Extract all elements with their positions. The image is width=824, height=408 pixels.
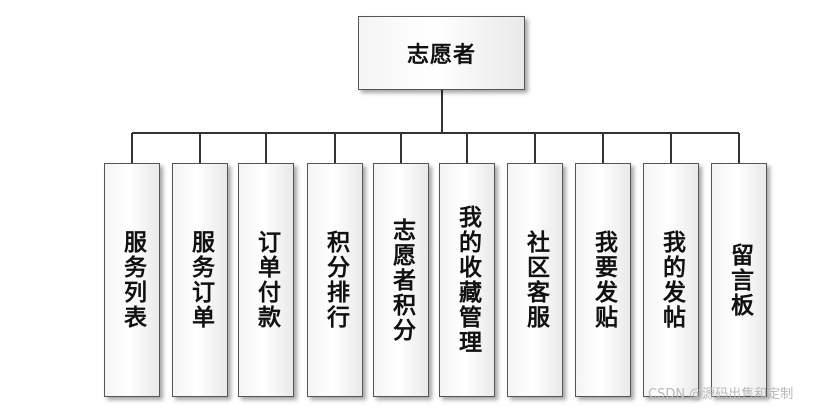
watermark-text: CSDN @源码出售和定制 <box>648 387 794 402</box>
child-node-label: 订单付款 <box>253 230 280 330</box>
root-node: 志愿者 <box>358 16 525 90</box>
child-node-label: 社区客服 <box>522 230 549 330</box>
child-node-message-board: 留言板 <box>711 163 767 397</box>
child-node-label: 我的收藏管理 <box>454 205 481 355</box>
child-node-label: 服务列表 <box>119 230 146 330</box>
child-node-volunteer-points: 志愿者积分 <box>373 163 429 397</box>
child-node-my-favorites: 我的收藏管理 <box>439 163 495 397</box>
child-node-label: 我要发贴 <box>590 230 617 330</box>
child-node-order-payment: 订单付款 <box>238 163 294 397</box>
child-node-my-posts: 我的发帖 <box>643 163 699 397</box>
child-node-label: 留言板 <box>726 242 753 318</box>
child-node-service-orders: 服务订单 <box>172 163 228 397</box>
child-node-label: 服务订单 <box>187 230 214 330</box>
child-node-service-list: 服务列表 <box>104 163 160 397</box>
child-node-points-ranking: 积分排行 <box>307 163 363 397</box>
child-node-label: 志愿者积分 <box>388 217 415 343</box>
child-node-label: 我的发帖 <box>658 230 685 330</box>
child-node-new-post: 我要发贴 <box>575 163 631 397</box>
root-node-label: 志愿者 <box>406 43 476 68</box>
child-node-label: 积分排行 <box>322 230 349 330</box>
child-node-community-service: 社区客服 <box>507 163 563 397</box>
